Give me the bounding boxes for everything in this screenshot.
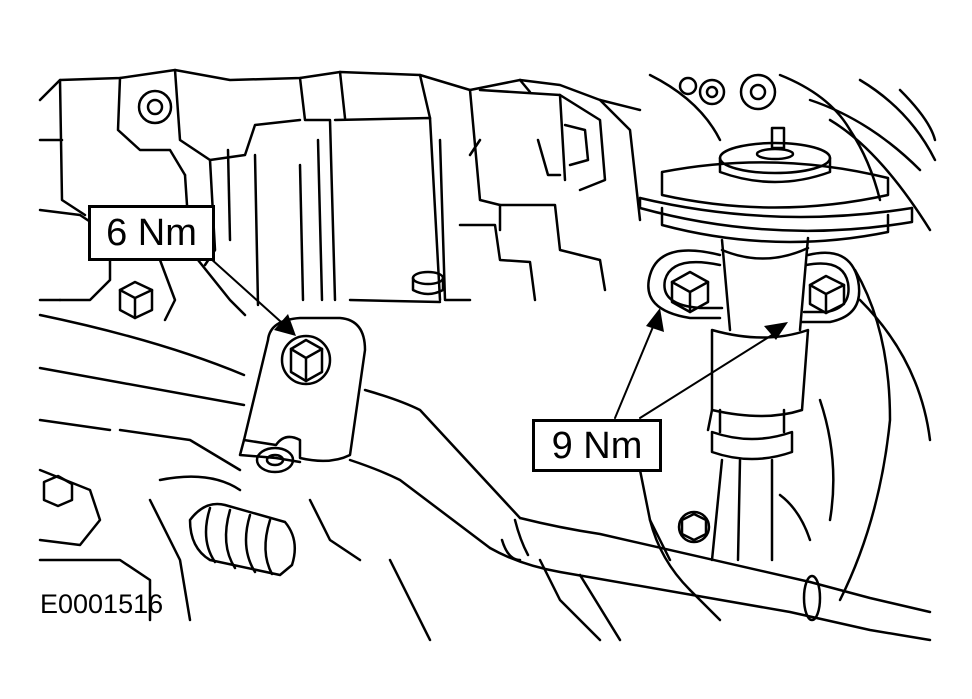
exhaust-pipe xyxy=(38,313,932,642)
exhaust-hanger-isolator xyxy=(638,126,914,562)
mounting-bosses xyxy=(137,73,777,125)
leader-lines xyxy=(209,257,781,419)
leader-arrowheads xyxy=(274,308,788,340)
transmission-housing xyxy=(38,68,642,322)
torque-callout-right: 9 Nm xyxy=(532,419,662,472)
torque-callout-left: 6 Nm xyxy=(88,205,215,261)
housing-bolts xyxy=(42,280,711,544)
figure-reference-id: E0001516 xyxy=(40,589,164,619)
clamp-bracket xyxy=(238,316,367,474)
lower-left-components xyxy=(38,418,432,642)
body-contours xyxy=(638,73,937,602)
